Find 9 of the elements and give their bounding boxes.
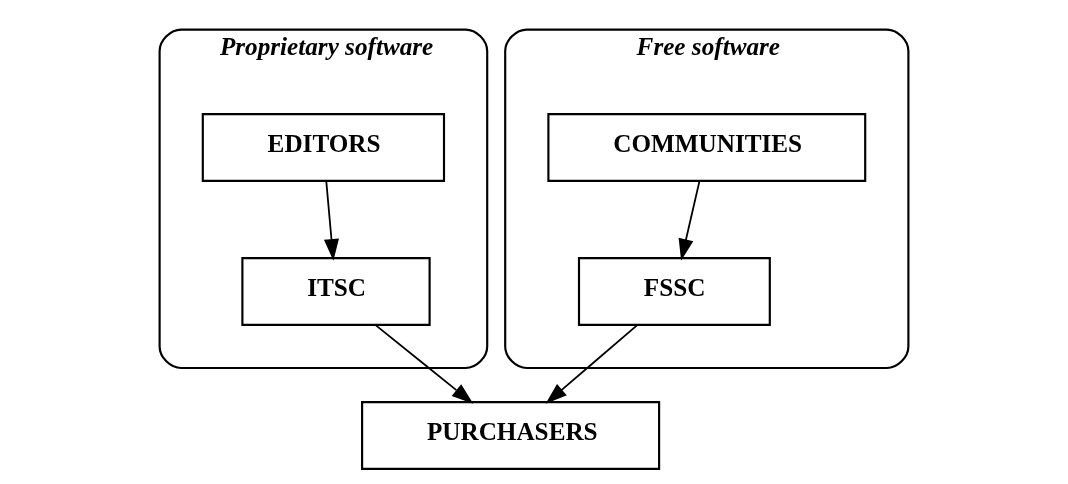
arrow xyxy=(323,180,339,261)
arrow xyxy=(678,180,701,261)
node-box: FSSC xyxy=(577,257,771,326)
node-box: EDITORS xyxy=(201,113,446,182)
arrow xyxy=(374,324,474,404)
node-box: PURCHASERS xyxy=(361,401,661,470)
node-box: ITSC xyxy=(241,257,431,326)
node-box: COMMUNITIES xyxy=(547,113,867,182)
arrow xyxy=(545,324,639,404)
